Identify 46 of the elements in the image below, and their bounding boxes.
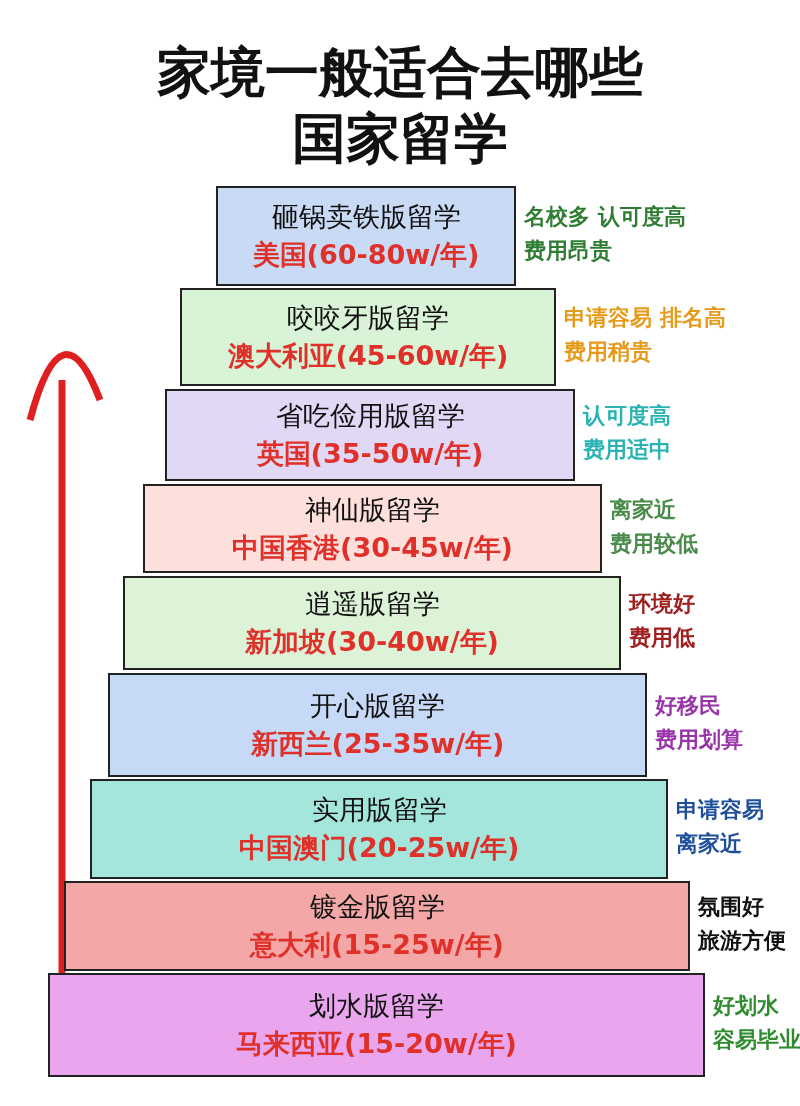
country-cost: 新西兰(25-35w/年) [250, 727, 505, 761]
note-text: 氛围好 [698, 893, 765, 921]
tier-name: 划水版留学 [309, 989, 444, 1023]
note-text: 旅游方便 [698, 927, 786, 955]
country-cost: 美国(60-80w/年) [252, 238, 480, 272]
note-text: 费用适中 [583, 436, 671, 464]
country-cost: 澳大利亚(45-60w/年) [227, 339, 509, 373]
note-text: 好移民 [655, 692, 722, 720]
tier-box [123, 576, 621, 670]
tier-name: 开心版留学 [310, 689, 445, 723]
tier-name: 逍遥版留学 [304, 587, 440, 621]
note-text: 申请容易 [676, 796, 764, 824]
note-text: 离家近 [610, 495, 677, 524]
country-cost: 中国澳门(20-25w/年) [238, 831, 520, 865]
note-text: 申请容易 排名高 [564, 304, 726, 332]
title: 家境一般适合去哪些国家留学 [156, 40, 644, 172]
tier-name: 镀金版留学 [309, 890, 445, 924]
tier-box [108, 673, 647, 777]
country-cost: 意大利(15-25w/年) [250, 928, 504, 962]
tier-name: 神仙版留学 [305, 492, 440, 527]
note-text: 环境好 [629, 590, 695, 618]
note-text: 离家近 [676, 830, 743, 858]
country-cost: 新加坡(30-40w/年) [245, 625, 499, 659]
note-text: 费用昂贵 [524, 237, 613, 265]
tier-name: 实用版留学 [311, 793, 447, 827]
note-text: 名校多 认可度高 [524, 203, 686, 231]
note-text: 费用稍贵 [564, 338, 653, 366]
note-text: 好划水 [713, 992, 780, 1020]
note-text: 认可度高 [583, 402, 671, 430]
country-cost: 马来西亚(15-20w/年) [236, 1027, 517, 1061]
tier-box [90, 779, 668, 879]
note-text: 容易毕业 [713, 1026, 800, 1054]
country-cost: 中国香港(30-45w/年) [232, 530, 513, 565]
tier-box [216, 186, 516, 286]
tier-box [165, 389, 575, 481]
tier-name: 省吃俭用版留学 [275, 399, 465, 433]
note-text: 费用划算 [655, 726, 743, 754]
tier-name: 咬咬牙版留学 [287, 301, 449, 335]
tier-box [48, 973, 705, 1077]
country-cost: 英国(35-50w/年) [256, 437, 484, 471]
tier-box [64, 881, 690, 971]
tier-box [180, 288, 556, 386]
tier-box [143, 484, 602, 573]
tier-name: 砸锅卖铁版留学 [271, 200, 461, 234]
note-text: 费用较低 [610, 529, 698, 558]
note-text: 费用低 [629, 624, 695, 652]
